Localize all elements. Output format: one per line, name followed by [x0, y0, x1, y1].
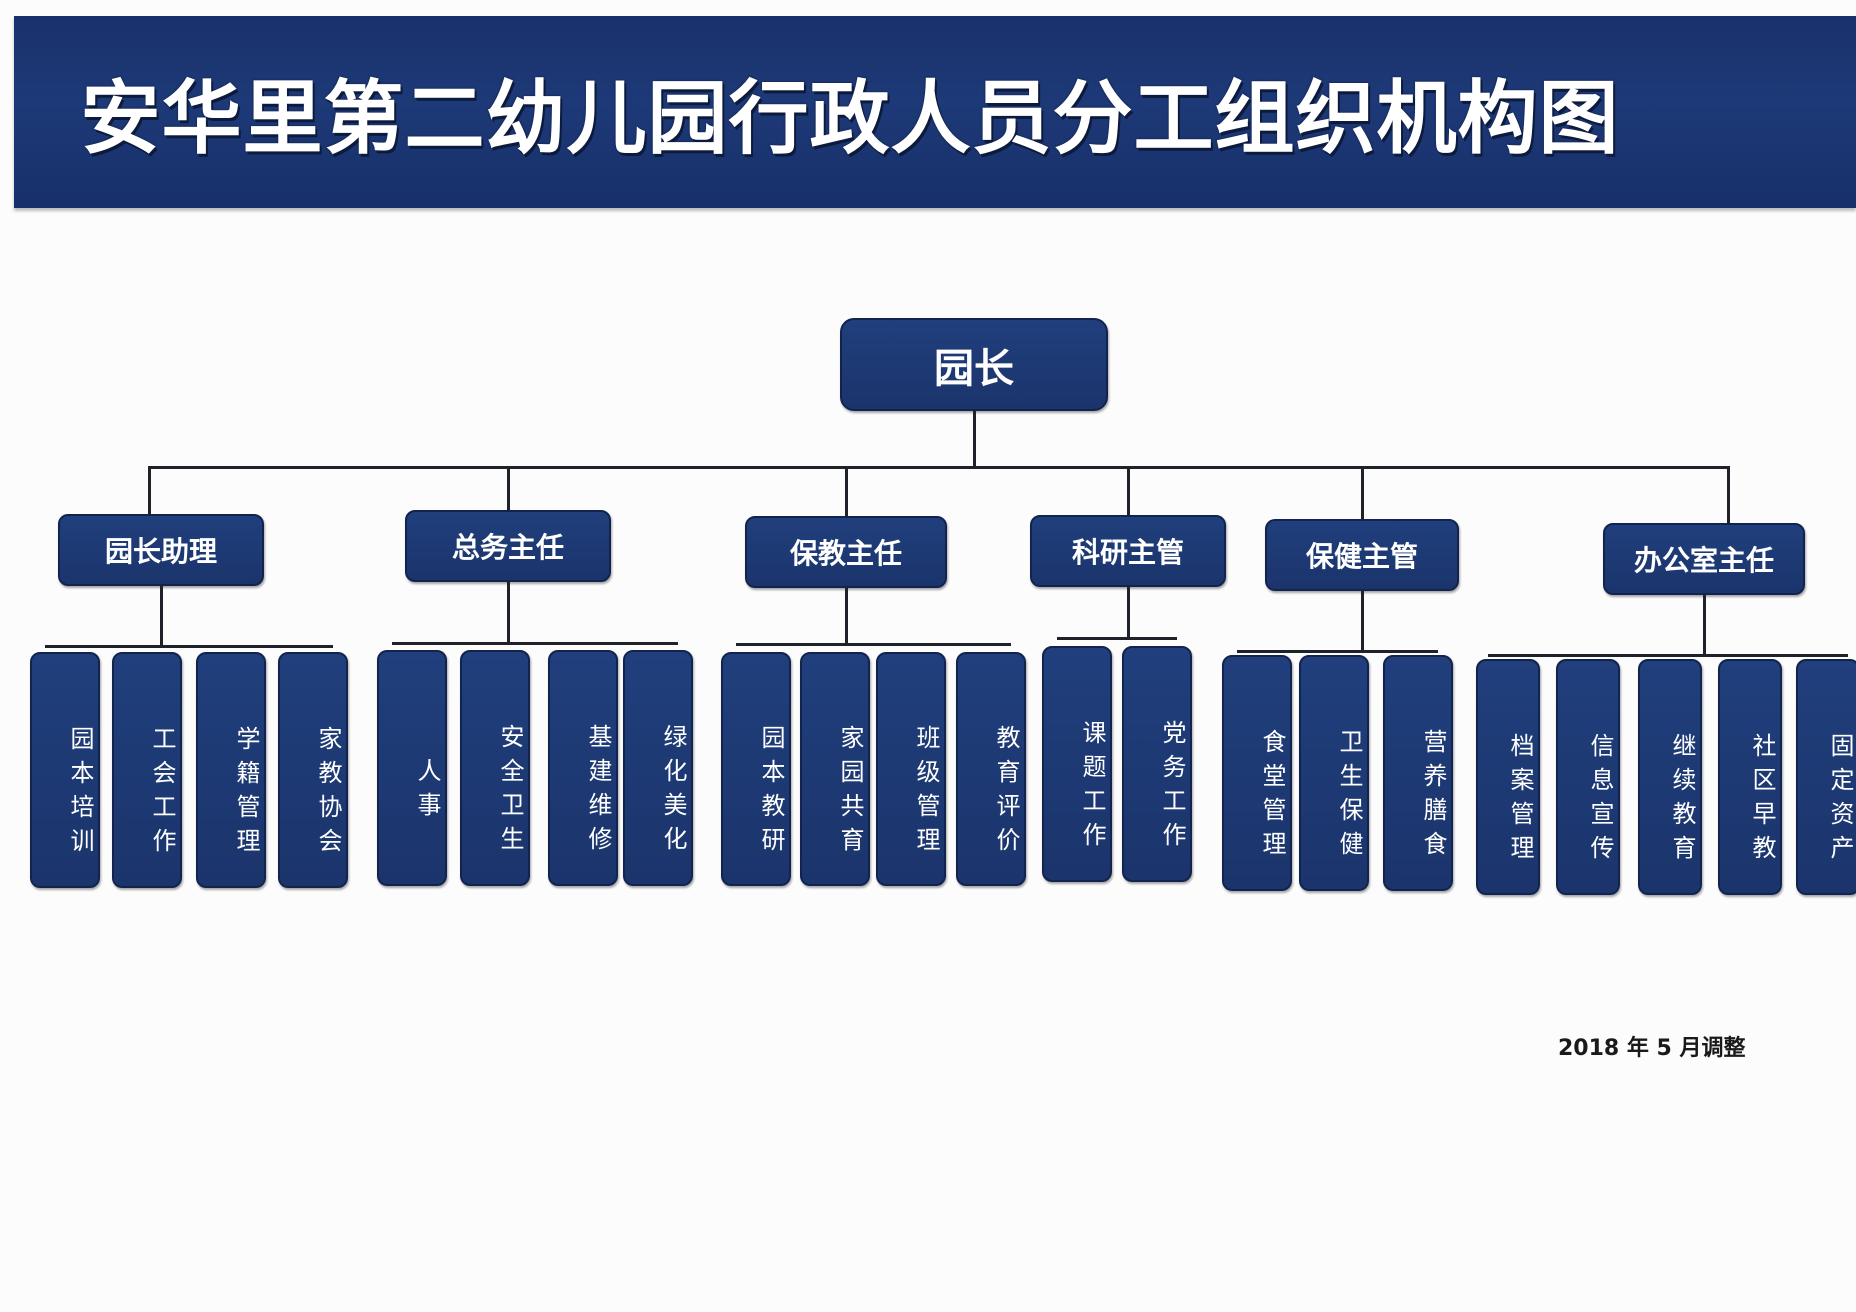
- task-node-5-2[interactable]: 继续教育: [1638, 659, 1702, 895]
- task-node-4-0[interactable]: 食堂管理: [1222, 655, 1292, 891]
- chart-title: 安华里第二幼儿园行政人员分工组织机构图: [80, 72, 1620, 165]
- manager-stem-0: [160, 586, 163, 645]
- manager-connector-3: [1127, 466, 1130, 515]
- manager-stem-1: [507, 582, 510, 642]
- manager-connector-2: [845, 466, 848, 516]
- manager-stem-5: [1703, 595, 1706, 654]
- task-node-5-3[interactable]: 社区早教: [1718, 659, 1782, 895]
- task-node-4-1[interactable]: 卫生保健: [1299, 655, 1369, 891]
- task-node-0-3[interactable]: 家教协会: [278, 652, 348, 888]
- main-bus-line: [149, 466, 1728, 469]
- manager-connector-5: [1727, 466, 1730, 523]
- task-node-2-1[interactable]: 家园共育: [800, 652, 870, 886]
- manager-stem-3: [1127, 587, 1130, 637]
- task-node-1-2[interactable]: 基建维修: [548, 650, 618, 886]
- manager-node-2[interactable]: 保教主任: [745, 516, 947, 588]
- root-node-principal[interactable]: 园长: [840, 318, 1108, 411]
- task-node-3-0[interactable]: 课题工作: [1042, 646, 1112, 882]
- task-node-0-2[interactable]: 学籍管理: [196, 652, 266, 888]
- manager-node-4[interactable]: 保健主管: [1265, 519, 1459, 591]
- manager-stem-4: [1361, 591, 1364, 650]
- manager-connector-1: [507, 466, 510, 510]
- root-connector: [973, 411, 976, 466]
- task-bus-line-3: [1057, 637, 1177, 640]
- task-node-3-1[interactable]: 党务工作: [1122, 646, 1192, 882]
- task-node-0-0[interactable]: 园本培训: [30, 652, 100, 888]
- task-bus-line-0: [45, 645, 333, 648]
- manager-connector-0: [148, 466, 151, 514]
- task-bus-line-2: [736, 643, 1011, 646]
- task-node-0-1[interactable]: 工会工作: [112, 652, 182, 888]
- manager-node-0[interactable]: 园长助理: [58, 514, 264, 586]
- task-node-1-1[interactable]: 安全卫生: [460, 650, 530, 886]
- task-node-5-1[interactable]: 信息宣传: [1556, 659, 1620, 895]
- manager-node-1[interactable]: 总务主任: [405, 510, 611, 582]
- manager-stem-2: [845, 588, 848, 643]
- task-bus-line-4: [1237, 650, 1438, 653]
- task-node-2-3[interactable]: 教育评价: [956, 652, 1026, 886]
- task-node-5-0[interactable]: 档案管理: [1476, 659, 1540, 895]
- title-banner: 安华里第二幼儿园行政人员分工组织机构图: [14, 16, 1856, 208]
- task-node-4-2[interactable]: 营养膳食: [1383, 655, 1453, 891]
- task-node-5-4[interactable]: 固定资产: [1796, 659, 1856, 895]
- manager-node-5[interactable]: 办公室主任: [1603, 523, 1805, 595]
- task-node-2-2[interactable]: 班级管理: [876, 652, 946, 886]
- task-bus-line-1: [392, 642, 678, 645]
- task-node-2-0[interactable]: 园本教研: [721, 652, 791, 886]
- manager-node-3[interactable]: 科研主管: [1030, 515, 1226, 587]
- task-node-1-0[interactable]: 人事: [377, 650, 447, 886]
- revision-note: 2018 年 5 月调整: [1558, 1036, 1746, 1061]
- task-node-1-3[interactable]: 绿化美化: [623, 650, 693, 886]
- task-bus-line-5: [1488, 654, 1848, 657]
- manager-connector-4: [1361, 466, 1364, 519]
